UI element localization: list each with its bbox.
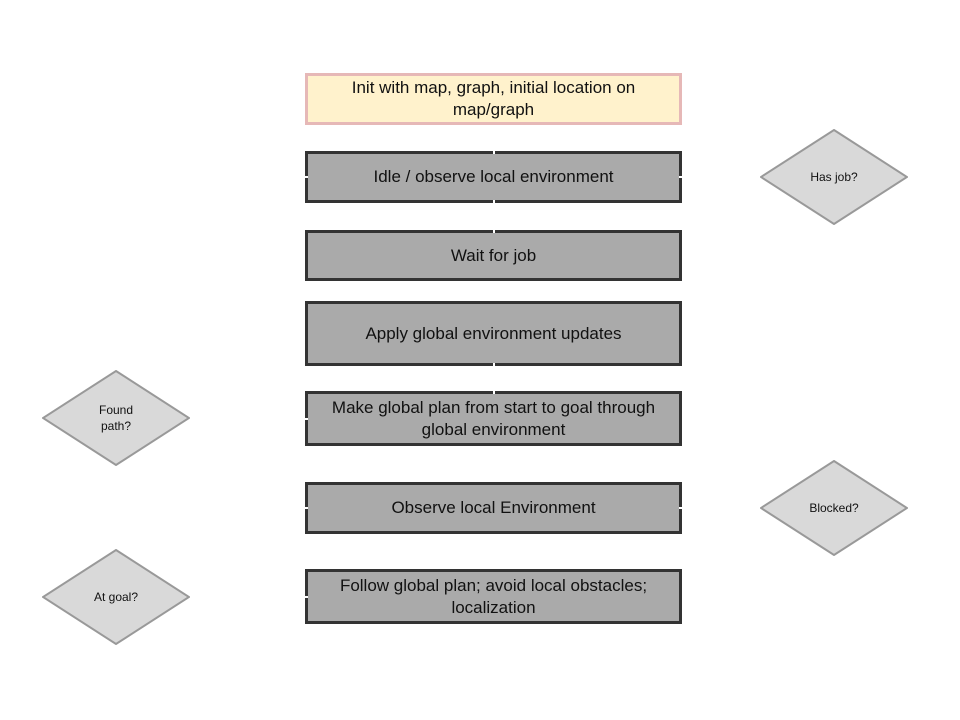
step-init: Init with map, graph, initial location o… — [305, 73, 682, 125]
step-observe-local: Observe local Environment — [305, 482, 682, 534]
connector-stub — [679, 507, 685, 509]
connector-stub — [302, 596, 308, 598]
step-apply-label: Apply global environment updates — [365, 323, 622, 343]
connector-stub — [679, 176, 685, 178]
diamond-shape — [42, 549, 190, 645]
step-follow-plan: Follow global plan; avoid local obstacle… — [305, 569, 682, 624]
connector-stub — [493, 363, 495, 369]
step-apply-updates: Apply global environment updates — [305, 301, 682, 366]
connector-stub — [302, 176, 308, 178]
diamond-shape — [760, 460, 908, 556]
step-idle: Idle / observe local environment — [305, 151, 682, 203]
step-observe-label: Observe local Environment — [391, 498, 596, 517]
diamond-shape — [760, 129, 908, 225]
decision-has-job: Has job? — [760, 129, 908, 225]
step-init-label: Init with map, graph, initial location o… — [351, 78, 636, 119]
step-wait-label: Wait for job — [450, 245, 537, 265]
step-follow-label: Follow global plan; avoid local obstacle… — [339, 575, 648, 617]
decision-has-job-label: Has job? — [810, 170, 858, 184]
decision-blocked-label: Blocked? — [809, 501, 859, 515]
connector-stub — [493, 227, 495, 233]
decision-at-goal: At goal? — [42, 549, 190, 645]
step-global-plan: Make global plan from start to goal thro… — [305, 391, 682, 446]
connector-stub — [302, 507, 308, 509]
connector-stub — [493, 388, 495, 394]
connector-stub — [493, 148, 495, 154]
decision-blocked: Blocked? — [760, 460, 908, 556]
diamond-shape — [42, 370, 190, 466]
connector-stub — [302, 418, 308, 420]
step-plan-label: Make global plan from start to goal thro… — [331, 397, 656, 439]
decision-at-goal-label: At goal? — [93, 590, 139, 604]
step-wait-for-job: Wait for job — [305, 230, 682, 281]
connector-stub — [493, 200, 495, 206]
step-idle-label: Idle / observe local environment — [373, 167, 614, 186]
decision-found-path-label: Found path? — [98, 403, 134, 433]
decision-found-path: Found path? — [42, 370, 190, 466]
